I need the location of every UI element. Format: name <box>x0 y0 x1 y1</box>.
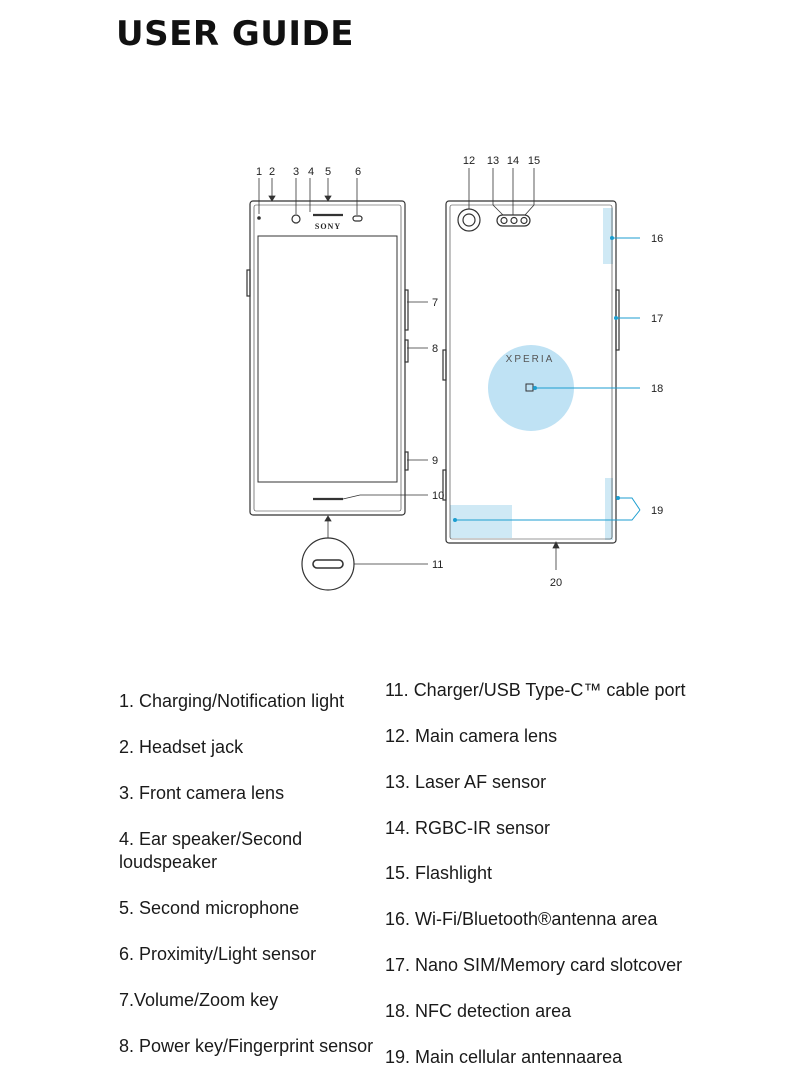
front-phone-bezel <box>253 204 402 512</box>
legend-item-8: 8. Power key/Fingerprint sensor <box>119 1036 374 1056</box>
front-phone <box>246 200 409 516</box>
legend-item-11: 11. Charger/USB Type-C™ cable port <box>385 680 686 700</box>
legend-item-18: 18. NFC detection area <box>385 1001 572 1021</box>
callout-7: 7 <box>432 297 438 309</box>
callout-12: 12 <box>463 155 475 167</box>
nfc-icon <box>525 383 534 392</box>
back-side-detail <box>442 349 447 381</box>
volume-key <box>404 289 409 331</box>
callout-6: 6 <box>355 166 361 178</box>
legend-right: 11. Charger/USB Type-C™ cable port 12. M… <box>385 0 805 1085</box>
page-title: USER GUIDE <box>116 14 354 54</box>
callout-19: 19 <box>651 505 663 517</box>
power-key <box>404 339 409 363</box>
callout-18: 18 <box>651 383 663 395</box>
legend-item-17: 17. Nano SIM/Memory card slotcover <box>385 955 683 975</box>
nfc-detection-area <box>488 345 574 431</box>
back-phone <box>442 200 620 544</box>
callout-14: 14 <box>507 155 519 167</box>
front-camera-lens <box>291 214 301 224</box>
callout-20: 20 <box>550 577 562 589</box>
legend-item-3: 3. Front camera lens <box>119 783 285 803</box>
legend-item-19: 19. Main cellular antennaarea <box>385 1047 623 1067</box>
callout-16: 16 <box>651 233 663 245</box>
legend-item-2: 2. Headset jack <box>119 737 244 757</box>
wifi-bt-antenna-area <box>603 208 613 264</box>
callout-4: 4 <box>308 166 314 178</box>
legend-left: 1. Charging/Notification light 2. Headse… <box>119 0 379 1085</box>
leader-dots <box>453 236 620 522</box>
rgbc-ir-sensor <box>510 216 518 225</box>
sensor-module <box>496 214 531 227</box>
legend-item-12: 12. Main camera lens <box>385 726 558 746</box>
legend-item-7: 7.Volume/Zoom key <box>119 990 279 1010</box>
callout-1: 1 <box>256 166 262 178</box>
callout-2: 2 <box>269 166 275 178</box>
proximity-sensor <box>352 215 363 222</box>
front-brand: SONY <box>315 222 341 231</box>
phone-diagram-svg: SONY 1 2 3 4 5 6 7 8 9 10 11 <box>246 155 663 591</box>
callout-9: 9 <box>432 455 438 467</box>
antenna-areas <box>450 208 613 540</box>
callout-8: 8 <box>432 343 438 355</box>
legend-item-5: 5. Second microphone <box>119 898 300 918</box>
back-side-detail-2 <box>442 469 447 501</box>
main-antenna-area-bottom <box>450 505 512 538</box>
legend-item-13: 13. Laser AF sensor <box>385 772 547 792</box>
legend-item-1: 1. Charging/Notification light <box>119 691 345 711</box>
legend-item-4: 4. Ear speaker/Second loudspeaker <box>119 829 303 872</box>
main-camera-lens <box>462 213 476 227</box>
notification-light <box>257 216 261 220</box>
main-antenna-area-right <box>605 478 613 540</box>
front-callouts: 1 2 3 4 5 6 7 8 9 10 11 <box>256 166 444 571</box>
legend-item-6: 6. Proximity/Light sensor <box>119 944 317 964</box>
back-phone-inner <box>449 204 613 540</box>
back-leaders <box>468 168 560 570</box>
callout-13: 13 <box>487 155 499 167</box>
legend-item-15: 15. Flashlight <box>385 863 493 883</box>
legend-item-14: 14. RGBC-IR sensor <box>385 818 551 838</box>
blue-leaders <box>455 237 641 521</box>
back-callouts: 12 13 14 15 16 17 18 19 20 <box>463 155 663 589</box>
callout-11: 11 <box>432 559 443 571</box>
callout-17: 17 <box>651 313 663 325</box>
callout-3: 3 <box>293 166 299 178</box>
laser-af-sensor <box>500 216 508 225</box>
callout-10: 10 <box>432 490 444 502</box>
callout-5: 5 <box>325 166 331 178</box>
camera-key <box>404 451 409 471</box>
front-leaders <box>258 178 428 565</box>
phone-diagram: SONY 1 2 3 4 5 6 7 8 9 10 11 <box>246 155 663 591</box>
back-brand: XPERIA <box>506 354 555 365</box>
legend-item-16: 16. Wi-Fi/Bluetooth®antenna area <box>385 909 658 929</box>
front-phone-screen <box>257 235 398 483</box>
side-detail <box>246 269 251 297</box>
flashlight <box>520 216 528 225</box>
usb-c-port-zoom <box>301 537 355 591</box>
callout-15: 15 <box>528 155 540 167</box>
